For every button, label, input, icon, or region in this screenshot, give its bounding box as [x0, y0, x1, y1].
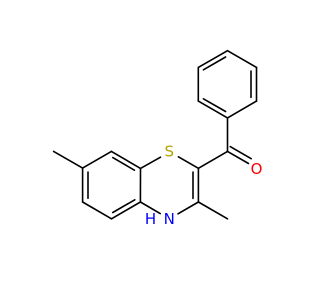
benzo-ring	[81, 150, 142, 220]
carbonyl-double-bond-2	[229, 145, 252, 160]
molecule-structure: S O N H	[52, 49, 263, 228]
nitrogen-atom: N	[164, 210, 175, 228]
molecule-canvas: S O N H	[52, 49, 263, 229]
thiazine-ring	[139, 156, 200, 215]
methyl-bond-ring	[52, 150, 84, 169]
carbonyl-bond	[197, 150, 229, 170]
oxygen-atom: O	[251, 160, 263, 178]
methyl-bond-thiazine	[197, 201, 229, 220]
carbonyl-double-bond-1	[226, 150, 250, 165]
phenyl-ring	[197, 49, 258, 153]
nitrogen-hydrogen-label: H	[145, 210, 156, 228]
sulfur-atom: S	[165, 142, 175, 160]
